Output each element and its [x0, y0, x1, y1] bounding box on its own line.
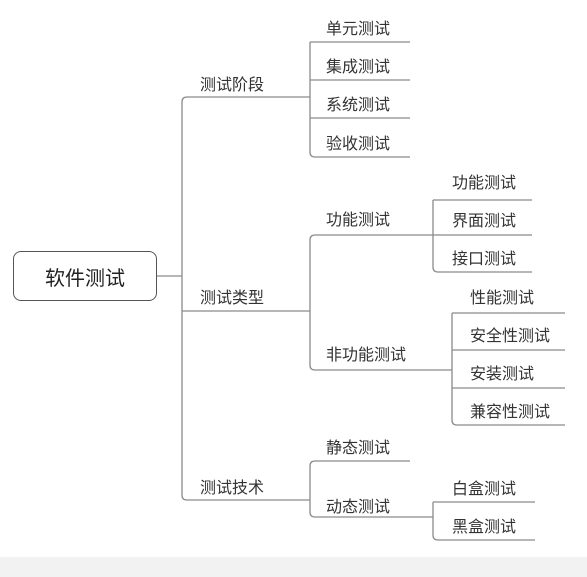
node-nonfunctional-test[interactable]: 非功能测试 — [326, 345, 407, 364]
node-unit-test[interactable]: 单元测试 — [326, 19, 391, 38]
node-blackbox-test[interactable]: 黑盒测试 — [452, 517, 517, 536]
connector-lines — [157, 41, 565, 541]
node-api-test[interactable]: 接口测试 — [452, 249, 517, 268]
mindmap-canvas: 软件测试 测试阶段 测试类型 测试技术 单元测试 集成测试 系统测试 验收测试 … — [0, 0, 587, 557]
connector — [181, 96, 310, 103]
branch-test-stage[interactable]: 测试阶段 — [200, 75, 265, 94]
connector — [181, 102, 310, 501]
connector — [432, 200, 532, 273]
branch-test-technique[interactable]: 测试技术 — [200, 478, 265, 497]
node-ui-test[interactable]: 界面测试 — [452, 211, 517, 230]
node-performance-test[interactable]: 性能测试 — [470, 288, 535, 307]
node-dynamic-test[interactable]: 动态测试 — [326, 497, 391, 516]
node-static-test[interactable]: 静态测试 — [326, 438, 391, 457]
root-node[interactable]: 软件测试 — [13, 251, 157, 301]
node-acceptance-test[interactable]: 验收测试 — [326, 134, 391, 153]
connector — [309, 234, 433, 241]
node-function-test[interactable]: 功能测试 — [452, 173, 517, 192]
node-functional-test[interactable]: 功能测试 — [326, 210, 391, 229]
connector — [451, 313, 565, 426]
node-integration-test[interactable]: 集成测试 — [326, 57, 391, 76]
connector — [309, 460, 410, 467]
branch-test-type[interactable]: 测试类型 — [200, 288, 265, 307]
connector — [309, 466, 433, 518]
node-whitebox-test[interactable]: 白盒测试 — [452, 479, 517, 498]
node-security-test[interactable]: 安全性测试 — [470, 326, 551, 345]
node-install-test[interactable]: 安装测试 — [470, 364, 535, 383]
connector — [309, 240, 452, 371]
node-system-test[interactable]: 系统测试 — [326, 95, 391, 114]
node-compatibility-test[interactable]: 兼容性测试 — [470, 402, 551, 421]
connector — [309, 42, 410, 158]
connector — [432, 502, 535, 541]
